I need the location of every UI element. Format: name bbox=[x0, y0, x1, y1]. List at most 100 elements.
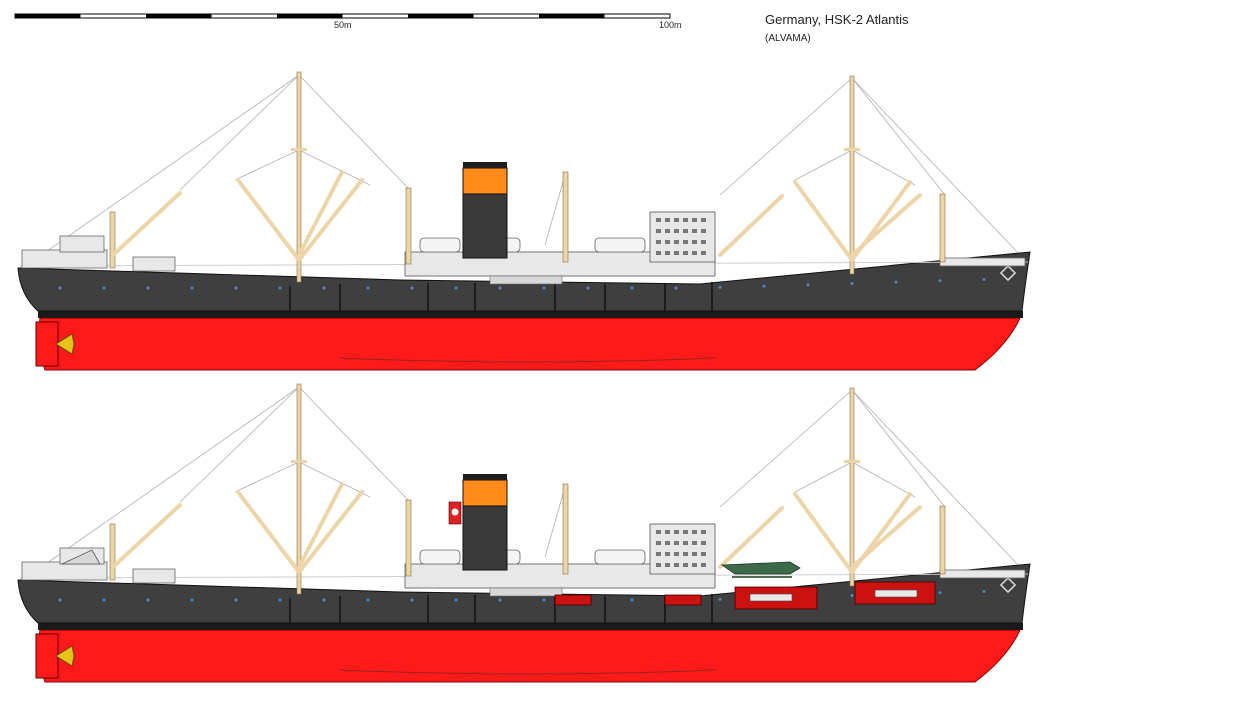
bridge-window bbox=[683, 251, 688, 255]
bridge-window bbox=[692, 552, 697, 556]
bridge-window bbox=[656, 240, 661, 244]
porthole bbox=[234, 598, 238, 602]
aft-gun-shield-icon bbox=[61, 549, 101, 565]
poop-deckhouse bbox=[21, 561, 108, 581]
bridge-window bbox=[674, 563, 679, 567]
drawing-title: Germany, HSK-2 Atlantis bbox=[765, 12, 909, 27]
lifeboat bbox=[419, 549, 461, 565]
bridge-window bbox=[674, 240, 679, 244]
scale-bar-segment bbox=[408, 14, 474, 18]
bridge-window bbox=[692, 541, 697, 545]
scale-bar-segment bbox=[15, 14, 81, 18]
rigging-line bbox=[179, 386, 300, 503]
porthole bbox=[586, 286, 590, 290]
bridge-window bbox=[656, 530, 661, 534]
porthole bbox=[850, 593, 854, 597]
bridge-window bbox=[701, 218, 706, 222]
porthole bbox=[146, 598, 150, 602]
kingpost bbox=[939, 193, 946, 263]
seaplane-icon bbox=[720, 561, 801, 575]
porthole bbox=[454, 286, 458, 290]
porthole bbox=[278, 598, 282, 602]
lifeboat bbox=[594, 237, 646, 253]
main-mast-aft bbox=[296, 383, 302, 595]
porthole bbox=[938, 279, 942, 283]
bridge-window bbox=[665, 541, 670, 545]
bridge-window bbox=[674, 251, 679, 255]
rigging-line bbox=[851, 149, 916, 186]
deck-panel bbox=[489, 275, 563, 285]
bridge-window bbox=[674, 218, 679, 222]
gun-bay bbox=[554, 594, 592, 606]
gun-bay bbox=[664, 594, 702, 606]
cargo-derrick bbox=[718, 506, 784, 569]
rigging-line bbox=[794, 149, 853, 181]
funnel-cap bbox=[463, 162, 507, 168]
rigging-line bbox=[851, 77, 946, 196]
kingpost bbox=[109, 523, 116, 581]
porthole bbox=[982, 589, 986, 593]
cargo-derrick bbox=[236, 490, 301, 574]
crosstree bbox=[291, 148, 307, 151]
bridge-window bbox=[665, 552, 670, 556]
porthole bbox=[234, 286, 238, 290]
bridge-window bbox=[701, 530, 706, 534]
cargo-derrick bbox=[793, 492, 854, 574]
funnel-cap bbox=[463, 474, 507, 480]
cargo-derrick bbox=[236, 178, 301, 262]
rigging-line bbox=[298, 149, 371, 186]
bridge-window bbox=[692, 229, 697, 233]
lifeboat bbox=[594, 549, 646, 565]
rigging-line bbox=[851, 389, 946, 508]
cargo-derrick bbox=[793, 180, 854, 262]
rigging-line bbox=[298, 386, 411, 503]
bridge-window bbox=[692, 240, 697, 244]
porthole bbox=[542, 286, 546, 290]
funnel-band bbox=[462, 167, 508, 195]
bilge-keel bbox=[339, 669, 716, 675]
war-ensign-disc bbox=[451, 508, 459, 516]
rigging bbox=[19, 74, 1021, 271]
bridge-window bbox=[683, 530, 688, 534]
scale-bar-segment bbox=[277, 14, 343, 18]
porthole bbox=[146, 286, 150, 290]
bridge-window bbox=[683, 240, 688, 244]
porthole bbox=[102, 286, 106, 290]
cargo-derrick bbox=[297, 490, 364, 574]
porthole bbox=[278, 286, 282, 290]
rigging-line bbox=[719, 77, 853, 196]
cargo-derrick bbox=[297, 482, 344, 569]
bridge-window bbox=[674, 541, 679, 545]
cargo-derrick bbox=[111, 191, 182, 257]
hidden-gun-icon bbox=[749, 593, 793, 602]
cargo-derrick bbox=[718, 194, 784, 257]
rudder bbox=[35, 321, 59, 367]
bridge-window bbox=[683, 563, 688, 567]
scale-bar-segment bbox=[146, 14, 212, 18]
aft-deckhouse bbox=[59, 235, 105, 253]
bridge-window bbox=[701, 563, 706, 567]
porthole bbox=[938, 591, 942, 595]
ship-view-raider-configuration bbox=[17, 383, 1031, 683]
bridge-window bbox=[683, 218, 688, 222]
rigging-line bbox=[298, 74, 411, 191]
porthole bbox=[366, 286, 370, 290]
bridge-window bbox=[665, 240, 670, 244]
porthole bbox=[322, 598, 326, 602]
porthole bbox=[498, 598, 502, 602]
rudder bbox=[35, 633, 59, 679]
bridge-window bbox=[665, 563, 670, 567]
bridge-window bbox=[692, 563, 697, 567]
porthole bbox=[454, 598, 458, 602]
porthole bbox=[982, 277, 986, 281]
porthole bbox=[498, 286, 502, 290]
crosstree bbox=[844, 148, 860, 151]
bridge-window bbox=[656, 552, 661, 556]
cargo-derrick bbox=[850, 193, 922, 257]
cargo-derrick bbox=[297, 178, 364, 262]
porthole bbox=[58, 286, 62, 290]
porthole bbox=[102, 598, 106, 602]
cargo-derrick bbox=[850, 505, 922, 569]
bridge-window bbox=[674, 530, 679, 534]
porthole bbox=[718, 285, 722, 289]
